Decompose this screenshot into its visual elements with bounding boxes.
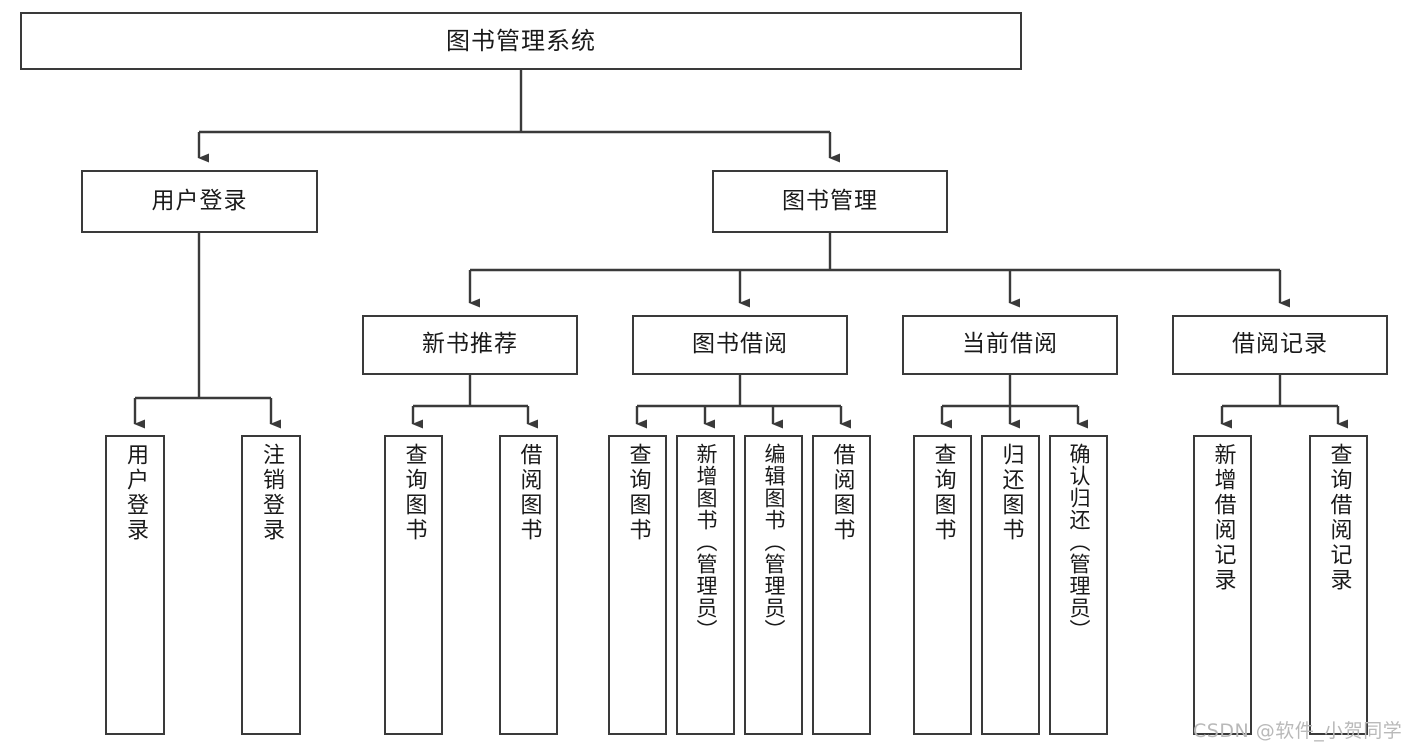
node-leaf-return-book[interactable]: 归还图书 [981,435,1040,735]
node-leaf-user-login[interactable]: 用户登录 [105,435,165,735]
node-label: 注销登录 [259,443,284,543]
watermark-text: CSDN @软件_小贺同学 [1193,720,1403,742]
node-book-management[interactable]: 图书管理 [712,170,948,233]
node-label: 查询图书 [625,443,651,543]
node-label: 图书借阅 [692,331,788,358]
node-leaf-query-book-borrow[interactable]: 查询图书 [608,435,667,735]
node-label: 图书管理系统 [446,26,596,55]
node-leaf-edit-book-admin[interactable]: 编辑图书（管理员） [744,435,803,735]
node-label: 查询图书 [401,443,427,543]
node-leaf-add-borrow-record[interactable]: 新增借阅记录 [1193,435,1252,735]
node-label: 借阅图书 [516,443,542,543]
node-label: 新增借阅记录 [1210,443,1236,593]
node-label: 新增图书（管理员） [694,443,718,641]
node-label: 借阅记录 [1232,331,1328,358]
node-new-book-recommend[interactable]: 新书推荐 [362,315,578,375]
node-leaf-add-book-admin[interactable]: 新增图书（管理员） [676,435,735,735]
node-label: 图书管理 [782,187,878,214]
node-current-borrow[interactable]: 当前借阅 [902,315,1118,375]
node-label: 用户登录 [123,443,148,543]
node-label: 新书推荐 [422,331,518,358]
node-leaf-query-book-current[interactable]: 查询图书 [913,435,972,735]
node-leaf-confirm-return-admin[interactable]: 确认归还（管理员） [1049,435,1108,735]
node-label: 查询图书 [930,443,956,543]
node-label: 编辑图书（管理员） [762,443,786,641]
node-label: 查询借阅记录 [1326,443,1352,593]
node-leaf-query-book-recommend[interactable]: 查询图书 [384,435,443,735]
node-user-login[interactable]: 用户登录 [81,170,318,233]
node-label: 确认归还（管理员） [1067,443,1091,641]
node-label: 当前借阅 [962,331,1058,358]
node-label: 归还图书 [998,443,1024,543]
node-book-borrow[interactable]: 图书借阅 [632,315,848,375]
node-borrow-record[interactable]: 借阅记录 [1172,315,1388,375]
node-leaf-borrow-book-recommend[interactable]: 借阅图书 [499,435,558,735]
node-leaf-query-borrow-record[interactable]: 查询借阅记录 [1309,435,1368,735]
node-leaf-logout-login[interactable]: 注销登录 [241,435,301,735]
node-label: 用户登录 [151,187,248,214]
node-label: 借阅图书 [829,443,855,543]
node-leaf-borrow-book-borrow[interactable]: 借阅图书 [812,435,871,735]
node-root-book-management-system[interactable]: 图书管理系统 [20,12,1022,70]
